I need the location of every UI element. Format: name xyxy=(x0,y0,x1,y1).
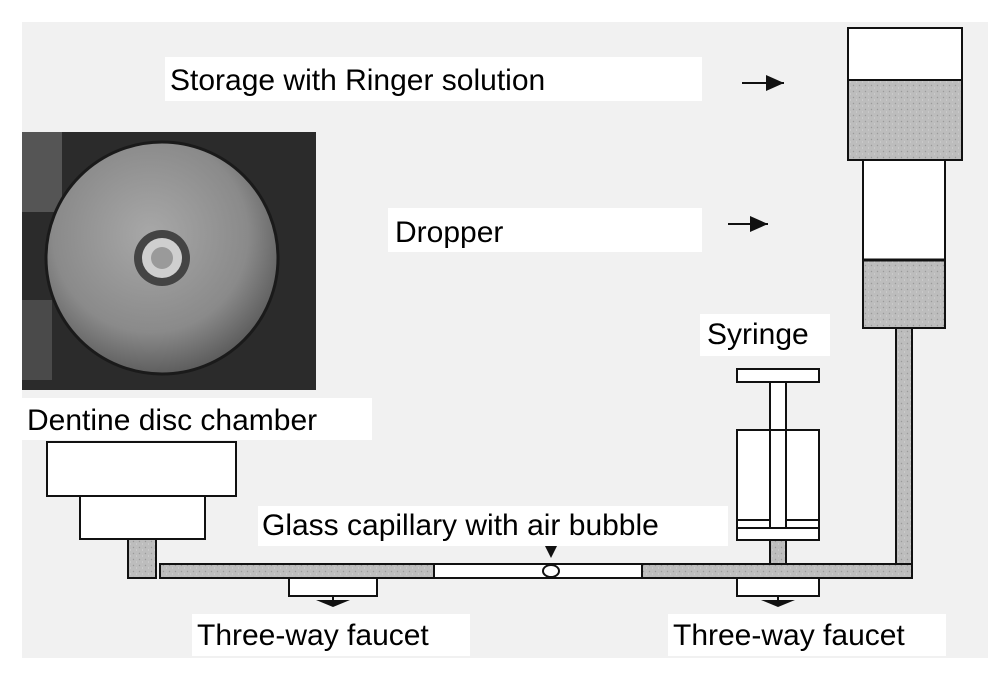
faucet-right-arrow-icon xyxy=(761,600,795,607)
faucet-left-label: Three-way faucet xyxy=(197,619,429,652)
storage-vessel xyxy=(847,27,963,161)
bubble-pointer-icon xyxy=(545,546,557,558)
chamber-label: Dentine disc chamber xyxy=(27,404,317,437)
faucet-left-label-panel xyxy=(192,614,470,656)
faucet-left-arrow-icon xyxy=(316,600,350,607)
dropper-label: Dropper xyxy=(395,216,503,249)
vertical-tube xyxy=(895,327,913,579)
chamber-schematic xyxy=(46,441,237,579)
capillary-label-panel xyxy=(258,506,728,546)
faucet-left xyxy=(288,577,378,607)
syringe-label-panel xyxy=(700,314,830,356)
faucet-right-label-panel xyxy=(668,614,946,656)
chamber-label-panel xyxy=(22,398,372,440)
syringe xyxy=(736,368,820,565)
faucet-right xyxy=(736,577,820,607)
dropper-label-panel xyxy=(388,208,702,252)
storage-label: Storage with Ringer solution xyxy=(170,64,545,97)
capillary-label: Glass capillary with air bubble xyxy=(262,509,659,542)
glass-capillary xyxy=(433,546,643,579)
storage-label-panel xyxy=(165,57,702,101)
chamber-photo xyxy=(22,132,316,390)
syringe-label: Syringe xyxy=(707,318,809,351)
faucet-right-label: Three-way faucet xyxy=(673,619,905,652)
dropper xyxy=(862,159,946,329)
air-bubble xyxy=(542,564,560,578)
